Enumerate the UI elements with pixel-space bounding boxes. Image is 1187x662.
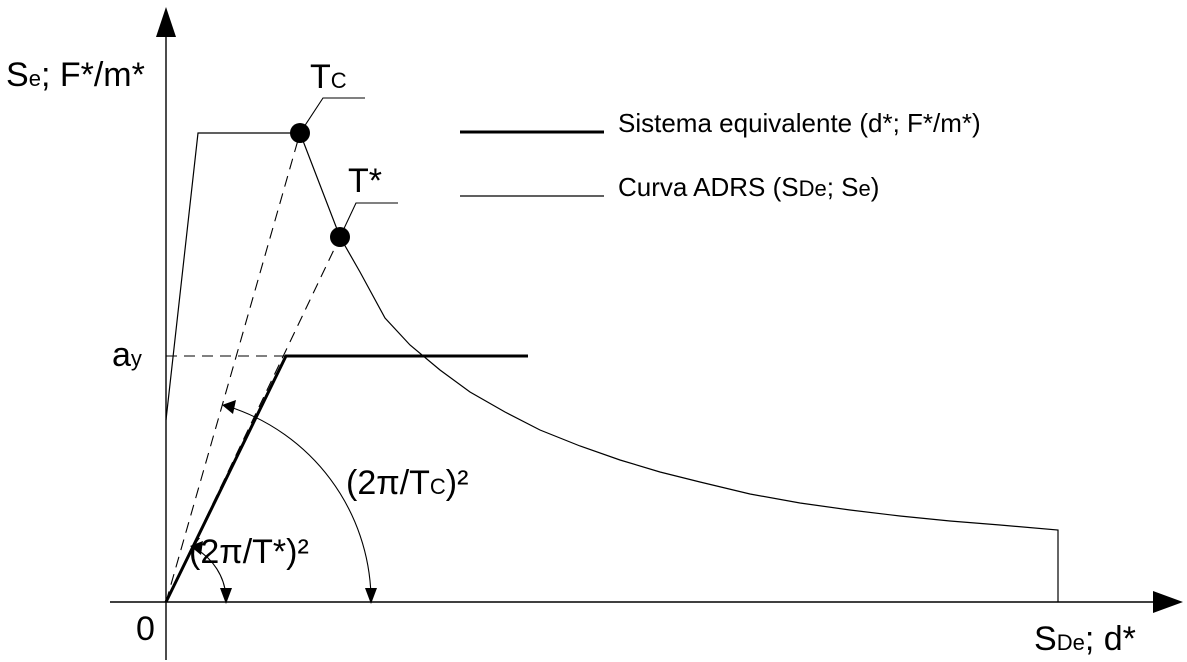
- tc-angle-arrowhead-icon: [222, 400, 236, 414]
- tc-angle-label: (2π/TC)²: [346, 464, 468, 502]
- tstar-label: T*: [348, 162, 382, 200]
- tc-period-line: [165, 132, 301, 603]
- y-axis-arrow-icon: [156, 7, 176, 37]
- tc-leader-line: [299, 97, 365, 134]
- legend-equivalent-label: Sistema equivalente (d*; F*/m*): [618, 108, 981, 138]
- legend-adrs-label: Curva ADRS (SDe; Se): [618, 172, 879, 202]
- axes: [110, 7, 1183, 660]
- origin-label: 0: [136, 610, 155, 648]
- tc-label: TC: [310, 58, 347, 96]
- tc-angle-arc: [229, 406, 372, 597]
- tc-angle-arrowhead-bottom-icon: [365, 588, 377, 604]
- tstar-angle-label: (2π/T*)²: [189, 533, 309, 571]
- tstar-angle-arrowhead-bottom-icon: [220, 588, 232, 604]
- x-axis-label: SDe; d*: [1034, 620, 1136, 658]
- ay-label: ay: [112, 336, 142, 374]
- tstar-angle-arrowhead-icon: [190, 541, 203, 555]
- x-axis-arrow-icon: [1153, 591, 1183, 613]
- equivalent-system-curve: [164, 354, 528, 603]
- y-axis-label: Se; F*/m*: [6, 56, 145, 94]
- tstar-leader-line: [339, 202, 398, 238]
- adrs-curve: [165, 132, 1059, 602]
- tstar-period-line: [165, 236, 341, 603]
